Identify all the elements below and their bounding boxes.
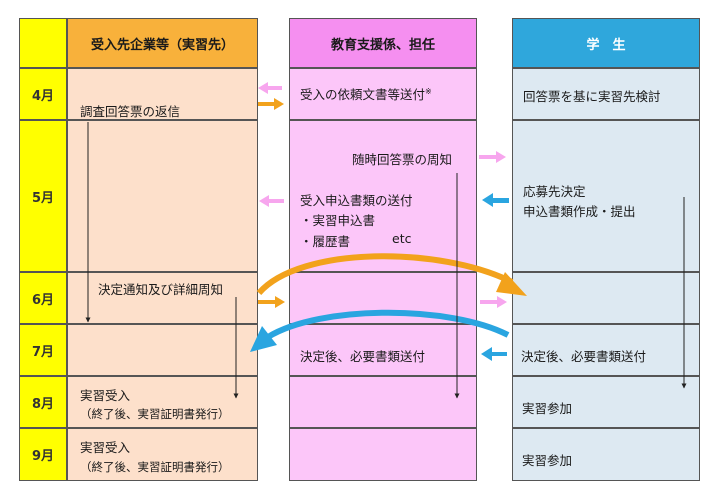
education-cell-may	[289, 120, 477, 272]
month-may: 5月	[19, 120, 67, 272]
student-may-line-1: 応募先決定	[523, 184, 586, 199]
arrow-orange-curve	[256, 253, 527, 296]
company-april-text: 調査回答票の返信	[80, 104, 181, 119]
student-july-text: 決定後、必要書類送付	[521, 349, 647, 364]
education-cell-july	[289, 324, 477, 376]
company-cell-july	[67, 324, 258, 376]
education-april-note-mark: ※	[425, 86, 432, 96]
arrow-blue-left-july	[481, 347, 507, 361]
student-cell-june	[512, 272, 700, 324]
student-april-text: 回答票を基に実習先検討	[523, 89, 661, 104]
arrow-pink-right-june	[480, 296, 507, 308]
company-column-header: 受入先企業等（実習先）	[67, 18, 258, 68]
arrow-pink-left-april	[258, 82, 282, 94]
company-cell-august	[67, 376, 258, 428]
arrow-orange-right-april	[258, 98, 284, 110]
education-may-etc: etc	[392, 231, 412, 246]
company-august-line-1: 実習受入	[80, 388, 131, 403]
education-cell-august	[289, 376, 477, 428]
student-august-text: 実習参加	[522, 401, 573, 416]
education-may-item-2: ・履歴書	[300, 234, 351, 249]
education-may-notice: 随時回答票の周知	[352, 152, 453, 167]
company-cell-june	[67, 272, 258, 324]
arrow-orange-right-june	[258, 296, 285, 308]
month-july: 7月	[19, 324, 67, 376]
month-june: 6月	[19, 272, 67, 324]
student-cell-august	[512, 376, 700, 428]
education-cell-april	[289, 68, 477, 120]
arrow-pink-right-may	[479, 151, 506, 163]
education-july-text: 決定後、必要書類送付	[300, 349, 426, 364]
company-september-line-2: （終了後、実習証明書発行）	[80, 460, 230, 474]
student-cell-july	[512, 324, 700, 376]
education-may-send: 受入申込書類の送付	[300, 193, 413, 208]
arrow-blue-curve	[250, 309, 510, 352]
company-cell-april	[67, 68, 258, 120]
company-june-text: 決定通知及び詳細周知	[98, 282, 224, 297]
student-cell-may	[512, 120, 700, 272]
student-may-line-2: 申込書類作成・提出	[523, 204, 636, 219]
month-header-blank	[19, 18, 67, 68]
education-may-item-1: ・実習申込書	[300, 213, 376, 228]
student-cell-september	[512, 428, 700, 481]
education-april-label: 受入の依頼文書等送付	[300, 87, 426, 102]
student-cell-april	[512, 68, 700, 120]
month-september: 9月	[19, 428, 67, 481]
arrow-blue-left-may	[482, 193, 509, 207]
education-cell-september	[289, 428, 477, 481]
company-august-line-2: （終了後、実習証明書発行）	[80, 407, 230, 421]
company-september-line-1: 実習受入	[80, 440, 131, 455]
student-column-header: 学 生	[512, 18, 700, 68]
education-april-text: 受入の依頼文書等送付※	[300, 84, 432, 103]
arrow-pink-left-may	[259, 195, 284, 207]
company-cell-september	[67, 428, 258, 481]
company-cell-may	[67, 120, 258, 272]
student-september-text: 実習参加	[522, 453, 573, 468]
month-august: 8月	[19, 376, 67, 428]
month-april: 4月	[19, 68, 67, 120]
education-column-header: 教育支援係、担任	[289, 18, 477, 68]
